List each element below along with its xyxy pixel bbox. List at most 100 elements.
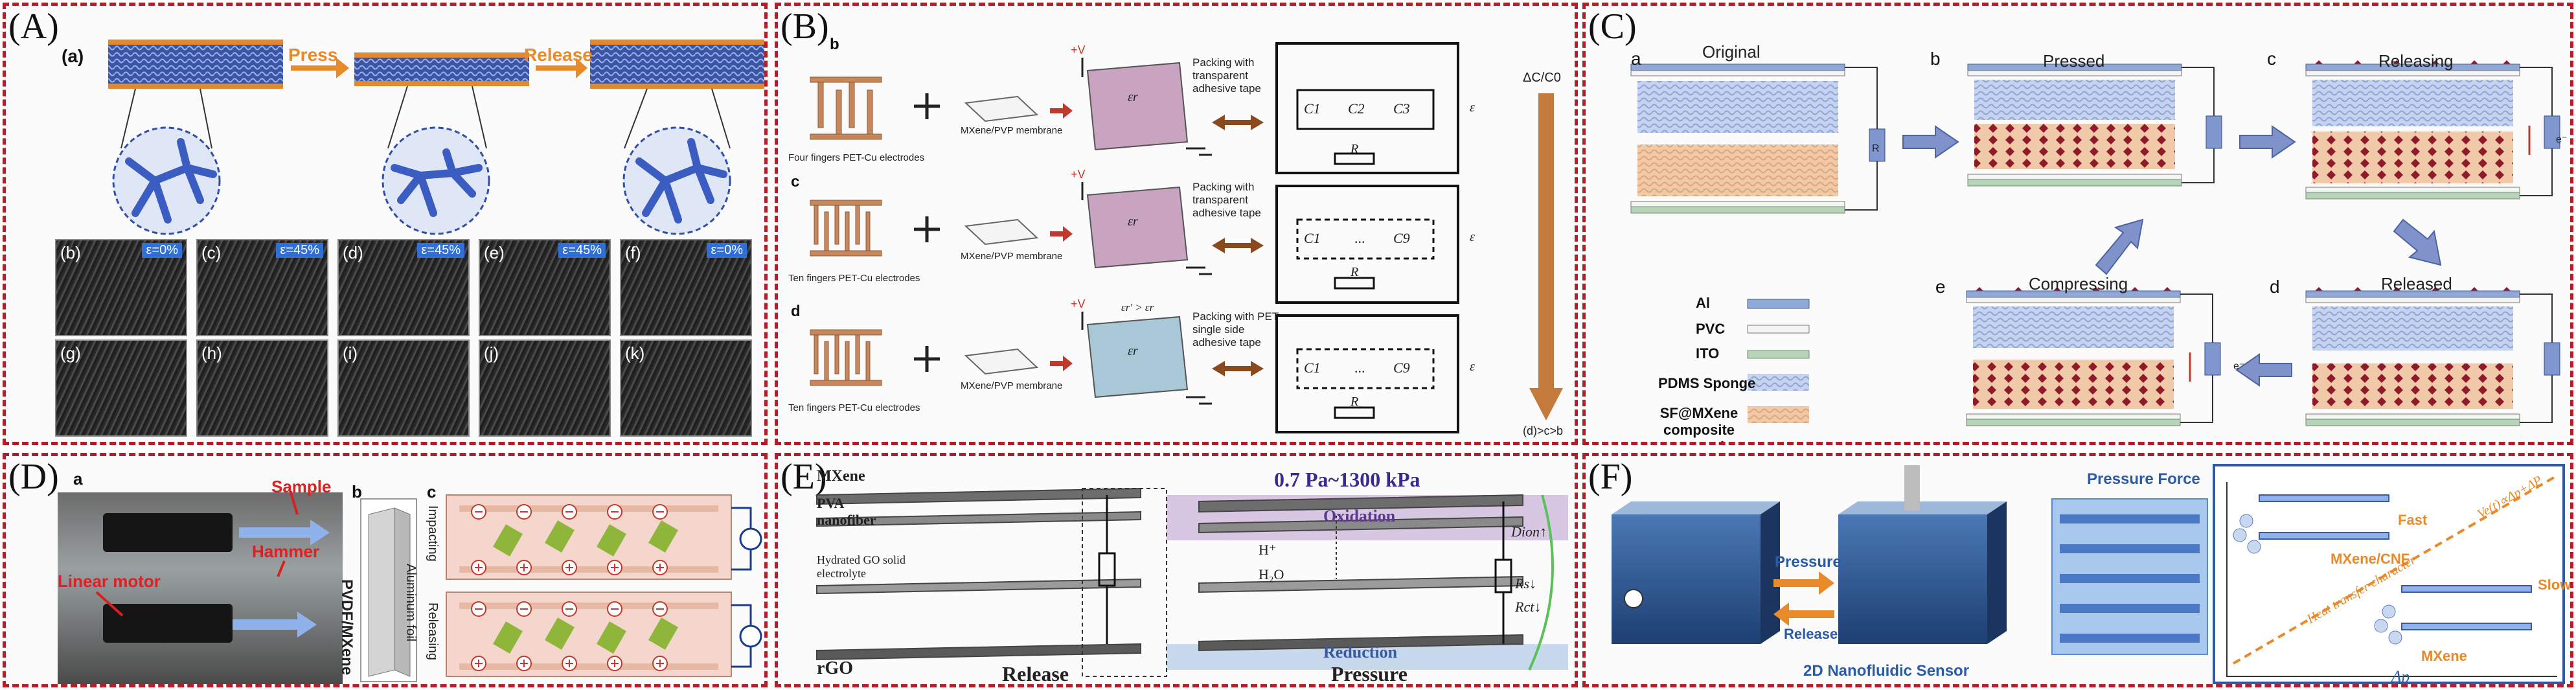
- legend-pdms: PDMS Sponge: [1658, 375, 1756, 391]
- trend-arrow-shaft: [1538, 93, 1554, 391]
- panel-d-sub-b: b: [352, 482, 362, 501]
- panel-c-diagram: [1630, 60, 2560, 426]
- charge-signs: [475, 511, 664, 667]
- pack-caption-d: Packing with PET single side adhesive ta…: [1192, 310, 1279, 349]
- label-fast: Fast: [2398, 512, 2428, 528]
- panel-d-sub-c: c: [427, 482, 437, 501]
- label-rgo: rGO: [817, 658, 853, 678]
- label-release: Release: [1784, 626, 1838, 642]
- delta-c-bottom: (d)>c>b: [1523, 424, 1564, 437]
- cap-c-3: C9: [1393, 230, 1410, 246]
- membrane-caption-c: MXene/PVP membrane: [961, 251, 1063, 262]
- label-impacting: Impacting: [426, 505, 440, 562]
- row-c-letter: c: [791, 173, 800, 190]
- label-cnf: MXene/CNF: [2331, 551, 2410, 567]
- sem-image-f: (f)ε=0%: [620, 239, 752, 336]
- sub-a: a: [1631, 49, 1641, 69]
- zoom-circle-1: [112, 126, 221, 235]
- label-pressure: Pressure: [1775, 553, 1841, 571]
- label-pressure: Pressure: [1331, 662, 1408, 685]
- zoom-circle-3: [622, 126, 731, 235]
- device-pressed: [1967, 63, 2222, 187]
- sem-image-h: (h): [196, 339, 328, 437]
- plus-v-c: +V: [1071, 168, 1086, 181]
- inset-slow: [2401, 585, 2532, 630]
- device-compressing: [1966, 287, 2221, 426]
- sem-image-b: (b)ε=0%: [55, 239, 187, 336]
- circuit-c: [1275, 185, 1459, 304]
- sem-image-c: (c)ε=45%: [196, 239, 328, 336]
- sponge-block-2: [354, 58, 529, 81]
- sem-image-d: (d)ε=45%: [337, 239, 470, 336]
- press-label: Press: [288, 45, 338, 65]
- trend-arrow-head: [1529, 388, 1563, 420]
- label-sample: Sample: [271, 477, 332, 496]
- sem-image-e: (e)ε=45%: [479, 239, 611, 336]
- cap-b-3: C3: [1393, 100, 1410, 117]
- arrow-b-to-c: [2239, 125, 2296, 159]
- arrow-c-to-d: [2393, 218, 2442, 266]
- panel-c-label: (C): [1588, 6, 1637, 47]
- electrode-caption-c: Ten fingers PET-Cu electrodes: [788, 273, 920, 284]
- resistor-c: R: [1351, 265, 1359, 279]
- label-released: Released: [2381, 274, 2452, 293]
- panel-d-sub-a: a: [73, 469, 83, 489]
- electron-c: e⁻: [2556, 134, 2568, 145]
- sponge-block-3: [590, 45, 764, 84]
- label-releasing: Releasing: [426, 603, 440, 660]
- epsilon-d: ε: [1470, 360, 1475, 374]
- label-oxidation: Oxidation: [1323, 507, 1396, 525]
- zoom-box: [1082, 488, 1167, 677]
- release-arrow: [536, 58, 587, 78]
- panel-a-label: (A): [8, 6, 59, 47]
- label-pressed: Pressed: [2043, 51, 2105, 71]
- cap-d-3: C9: [1393, 360, 1410, 376]
- panel-d: (D) a b c: [3, 453, 768, 687]
- circuit-b: [1275, 42, 1459, 174]
- packed-device-b: [1086, 62, 1189, 151]
- label-slow: Slow: [2538, 577, 2571, 593]
- label-foil: Aluminum foil: [404, 564, 418, 642]
- sem-image-i: (i): [337, 339, 470, 437]
- packed-device-d: [1086, 316, 1189, 398]
- bottom-electrode-1: [108, 84, 283, 89]
- sub-e: e: [1935, 277, 1946, 297]
- sem-image-g: (g): [55, 339, 187, 437]
- panel-d-label: (D): [8, 457, 59, 497]
- panel-a: (A) (a): [3, 3, 768, 445]
- label-rs: Rs↓: [1515, 575, 1536, 592]
- electrode-10fingers-2: [810, 329, 882, 386]
- press-arrow: [291, 58, 349, 78]
- label-hammer: Hammer: [252, 542, 320, 561]
- label-pressure-force: Pressure Force: [2087, 470, 2200, 488]
- membrane-caption-d: MXene/PVP membrane: [961, 380, 1063, 391]
- trend-line: [2232, 474, 2559, 665]
- sem-image-k: (k): [620, 339, 752, 437]
- label-pva: PVA nanofiber: [817, 495, 876, 528]
- panel-c: (C): [1582, 3, 2573, 445]
- pack-caption-b: Packing with transparent adhesive tape: [1192, 56, 1261, 95]
- electrode-4fingers: [810, 76, 882, 140]
- motion-arrow-1: [239, 520, 330, 546]
- circuit-d: [1275, 314, 1459, 433]
- eps-b: εr: [1128, 90, 1138, 104]
- eps-d: εr: [1128, 344, 1138, 358]
- label-h2o: H₂O: [1259, 566, 1284, 582]
- device-releasing: [2305, 60, 2560, 200]
- label-delta-p: Δp: [2391, 667, 2410, 686]
- label-dion: Dion↑: [1511, 523, 1547, 540]
- sub-c: c: [2267, 49, 2276, 69]
- label-pvdf: PVDF/MXene: [338, 579, 356, 676]
- cap-c-1: C1: [1304, 230, 1321, 246]
- panel-a-sub-a: (a): [62, 46, 84, 66]
- cap-d-2: ...: [1354, 360, 1365, 376]
- legend-pvc: PVC: [1696, 321, 1726, 337]
- label-releasing: Releasing: [2378, 51, 2454, 71]
- panel-e-label: (E): [781, 457, 827, 497]
- pack-caption-c: Packing with transparent adhesive tape: [1192, 181, 1261, 219]
- label-reduction: Reduction: [1323, 643, 1398, 661]
- label-linear-motor: Linear motor: [58, 571, 161, 591]
- arrow-a-to-b: [1902, 125, 1959, 159]
- resistor-d: R: [1351, 395, 1359, 409]
- label-sensor: 2D Nanofluidic Sensor: [1803, 662, 1970, 680]
